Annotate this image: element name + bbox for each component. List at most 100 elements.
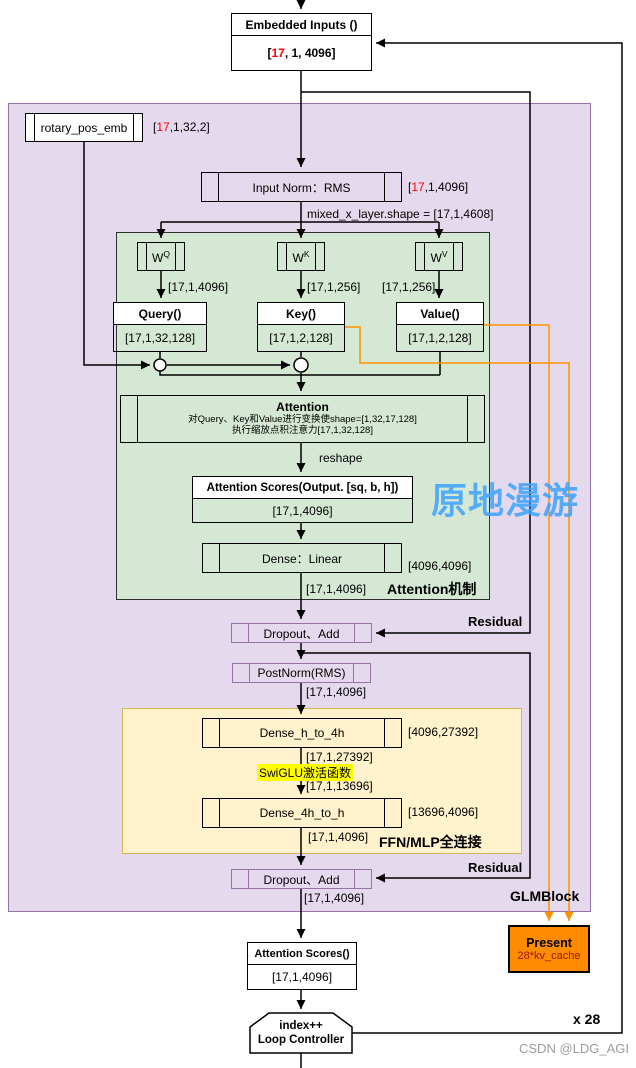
shape-pre: [	[267, 46, 272, 60]
dense-h-to-4h-label: Dense_h_to_4h	[259, 726, 345, 740]
dense-linear-weight-shape: [4096,4096]	[408, 559, 472, 573]
rotary-apply-query-dot	[153, 358, 167, 372]
attention-scores-output-box: Attention Scores(Output. [sq, b, h]) [17…	[192, 476, 413, 523]
dense-linear-out-shape: [17,1,4096]	[306, 582, 367, 596]
attention-scores-output-shape: [17,1,4096]	[272, 503, 333, 518]
input-norm-box: Input Norm：RMS	[201, 172, 402, 202]
dense-4h-to-h-weight-shape: [13696,4096]	[408, 805, 479, 819]
shape-pre: [	[153, 120, 157, 134]
shape-seq-len: 17	[271, 46, 285, 60]
w-base: W	[152, 250, 164, 265]
dense-4h-to-h-out-shape: [17,1,4096]	[308, 830, 369, 844]
shape-post: ,1,4096]	[424, 180, 469, 194]
rotary-apply-key-dot	[293, 357, 309, 373]
shape-seq-len: 17	[156, 120, 170, 134]
wq-shape-label: [17,1,4096]	[168, 280, 229, 294]
key-title: Key()	[258, 303, 344, 325]
value-title: Value()	[397, 303, 483, 325]
attention-box: Attention 对Query、Key和Value进行变换使shape=[1,…	[120, 395, 485, 443]
loop-controller-line2: Loop Controller	[257, 1034, 345, 1046]
residual-2-label: Residual	[468, 860, 523, 875]
glm-block-label: GLMBlock	[510, 888, 580, 904]
rotary-pos-emb-label: rotary_pos_emb	[40, 120, 128, 135]
postnorm-box: PostNorm(RMS)	[232, 663, 371, 683]
w-sup: Q	[163, 248, 170, 259]
dense-h-to-4h-box: Dense_h_to_4h	[202, 718, 402, 748]
rotary-wire	[83, 142, 150, 370]
loop-controller-line1: index++	[279, 1019, 323, 1032]
w-base: W	[430, 250, 442, 265]
input-norm-label: Input Norm：RMS	[252, 180, 351, 195]
present-title: Present	[526, 936, 572, 950]
attention-scores-output-title: Attention Scores(Output. [sq, b, h])	[193, 477, 412, 499]
embedded-inputs-box: Embedded Inputs () [17, 1, 4096]	[231, 13, 372, 71]
wv-label: WV	[431, 249, 448, 265]
postnorm-out-shape: [17,1,4096]	[306, 685, 367, 699]
loop-back-wire	[352, 38, 623, 1034]
dropout-add-1-box: Dropout、Add	[231, 623, 372, 643]
shape-seq-len: 17	[411, 180, 425, 194]
attention-scores-final-box: Attention Scores() [17,1,4096]	[247, 942, 357, 990]
w-sup: V	[441, 248, 448, 259]
attention-title: Attention	[276, 400, 329, 415]
wq-label: WQ	[152, 249, 170, 265]
residual2-wire	[301, 652, 531, 883]
repeat-count-label: x 28	[573, 1011, 601, 1027]
reshape-label: reshape	[319, 451, 363, 465]
wk-label: WK	[293, 249, 310, 265]
attention-desc-1: 对Query、Key和Value进行变换使shape=[1,32,17,128]	[188, 413, 417, 425]
query-shape: [17,1,32,128]	[124, 331, 196, 345]
dense-h-to-4h-weight-shape: [4096,27392]	[408, 725, 479, 739]
center-watermark: 原地漫游	[431, 480, 580, 521]
query-title: Query()	[114, 303, 206, 325]
attention-block-label: Attention机制	[387, 581, 477, 597]
loop-controller-shape	[249, 1012, 353, 1054]
rotary-pos-emb-box: rotary_pos_emb	[25, 113, 143, 142]
dense-4h-to-h-box: Dense_4h_to_h	[202, 798, 402, 828]
dense-linear-box: Dense：Linear	[202, 543, 402, 573]
embedded-inputs-shape: [17, 1, 4096]	[232, 36, 371, 70]
loop-controller-box: index++ Loop Controller	[250, 1013, 352, 1053]
wk-box: WK	[277, 242, 325, 271]
ffn-block-label: FFN/MLP全连接	[379, 834, 482, 850]
wk-shape-label: [17,1,256]	[307, 280, 361, 294]
value-box: Value() [17,1,2,128]	[396, 302, 484, 352]
shape-pre: [	[408, 180, 412, 194]
present-subtitle: 28*kv_cache	[517, 950, 581, 962]
wv-box: WV	[415, 242, 463, 271]
wv-shape-label: [17,1,256]	[382, 280, 436, 294]
dense-4h-to-h-label: Dense_4h_to_h	[259, 806, 345, 820]
dense-linear-label: Dense：Linear	[261, 551, 343, 566]
ffn-region	[122, 708, 522, 854]
mixed-x-layer-label: mixed_x_layer.shape = [17,1,4608]	[307, 207, 494, 221]
csdn-watermark: CSDN @LDG_AGI	[519, 1041, 629, 1056]
rotary-shape-label: [17,1,32,2]	[153, 120, 210, 134]
key-box: Key() [17,1,2,128]	[257, 302, 345, 352]
value-cache-wire	[484, 324, 554, 921]
dropout-add-2-box: Dropout、Add	[231, 869, 372, 889]
w-base: W	[292, 250, 304, 265]
residual-1-label: Residual	[468, 614, 523, 629]
swiglu-label: SwiGLU激活函数	[257, 764, 354, 781]
dropout-add-2-out-shape: [17,1,4096]	[304, 891, 365, 905]
postnorm-label: PostNorm(RMS)	[257, 666, 346, 680]
key-shape: [17,1,2,128]	[269, 331, 333, 345]
attention-scores-final-shape: [17,1,4096]	[271, 970, 333, 984]
shape-post: , 1, 4096]	[284, 46, 336, 60]
present-kv-cache-box: Present 28*kv_cache	[508, 925, 590, 973]
dense-h-to-4h-out-shape: [17,1,27392]	[306, 750, 373, 764]
wq-box: WQ	[137, 242, 185, 271]
value-shape: [17,1,2,128]	[408, 331, 472, 345]
query-box: Query() [17,1,32,128]	[113, 302, 207, 352]
w-sup: K	[303, 248, 310, 259]
input-norm-shape-label: [17,1,4096]	[408, 180, 468, 194]
key-cache-wire	[345, 326, 574, 921]
dropout-add-2-label: Dropout、Add	[263, 872, 340, 887]
shape-post: ,1,32,2]	[169, 120, 210, 134]
dropout-add-1-label: Dropout、Add	[263, 626, 340, 641]
swiglu-out-shape: [17,1,13696]	[306, 779, 373, 793]
attention-scores-final-title: Attention Scores()	[248, 943, 356, 965]
attention-desc-2: 执行缩放点积注意力[17,1,32,128]	[232, 424, 373, 436]
